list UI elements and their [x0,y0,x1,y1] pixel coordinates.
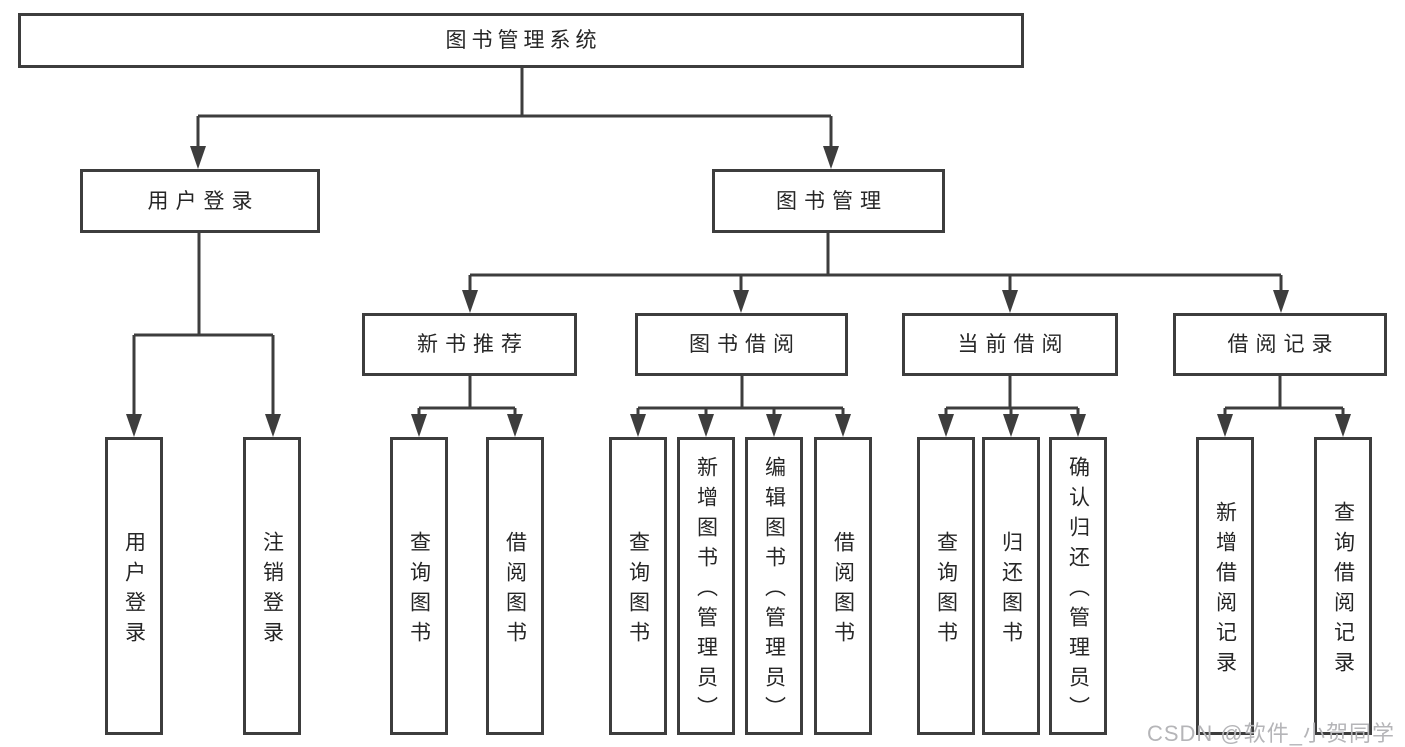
node-current-borrow: 当前借阅 [902,313,1118,376]
leaf-records-query-label: 查询借阅记录 [1331,500,1355,681]
node-book-mgmt-label: 图书管理 [776,189,888,213]
leaf-borrow-edit: 编辑图书（管理员） [745,437,803,735]
leaf-borrow-book-label: 借阅图书 [831,530,855,651]
node-borrow-records-label: 借阅记录 [1227,333,1340,356]
connector-root-to-level2 [190,68,839,169]
node-new-books-label: 新书推荐 [417,333,529,356]
leaf-newbooks-borrow-label: 借阅图书 [503,530,527,651]
connector-book-borrow-children [630,376,851,437]
leaf-user-login: 用户登录 [105,437,163,735]
node-book-mgmt: 图书管理 [712,169,945,233]
leaf-borrow-book: 借阅图书 [814,437,872,735]
node-root-label: 图书管理系统 [445,29,602,52]
leaf-logout-label: 注销登录 [260,530,284,651]
leaf-current-confirm-label: 确认归还（管理员） [1066,455,1090,726]
node-root: 图书管理系统 [18,13,1024,68]
watermark: CSDN @软件_小贺同学 [1146,721,1395,746]
leaf-borrow-query: 查询图书 [609,437,667,735]
connector-book-mgmt-to-level3 [462,233,1289,313]
node-new-books: 新书推荐 [362,313,577,376]
leaf-current-query: 查询图书 [917,437,975,735]
node-book-borrow: 图书借阅 [635,313,848,376]
leaf-logout: 注销登录 [243,437,301,735]
leaf-records-query: 查询借阅记录 [1314,437,1372,735]
connector-user-login-children [126,233,281,437]
leaf-borrow-edit-label: 编辑图书（管理员） [762,455,786,726]
leaf-borrow-add-label: 新增图书（管理员） [694,455,718,726]
leaf-borrow-query-label: 查询图书 [626,530,650,651]
leaf-newbooks-borrow: 借阅图书 [486,437,544,735]
leaf-current-confirm: 确认归还（管理员） [1049,437,1107,735]
connector-borrow-records-children [1217,376,1351,437]
leaf-user-login-label: 用户登录 [122,530,146,651]
connector-new-books-children [411,376,523,437]
node-user-login-label: 用户登录 [147,189,260,213]
leaf-newbooks-query-label: 查询图书 [407,530,431,651]
leaf-newbooks-query: 查询图书 [390,437,448,735]
leaf-borrow-add: 新增图书（管理员） [677,437,735,735]
connector-current-borrow-children [938,376,1086,437]
leaf-records-add-label: 新增借阅记录 [1213,500,1237,681]
leaf-current-query-label: 查询图书 [934,530,958,651]
node-user-login: 用户登录 [80,169,320,233]
leaf-current-return: 归还图书 [982,437,1040,735]
leaf-records-add: 新增借阅记录 [1196,437,1254,735]
leaf-current-return-label: 归还图书 [999,530,1023,651]
node-book-borrow-label: 图书借阅 [689,333,801,356]
node-borrow-records: 借阅记录 [1173,313,1387,376]
node-current-borrow-label: 当前借阅 [957,333,1070,356]
